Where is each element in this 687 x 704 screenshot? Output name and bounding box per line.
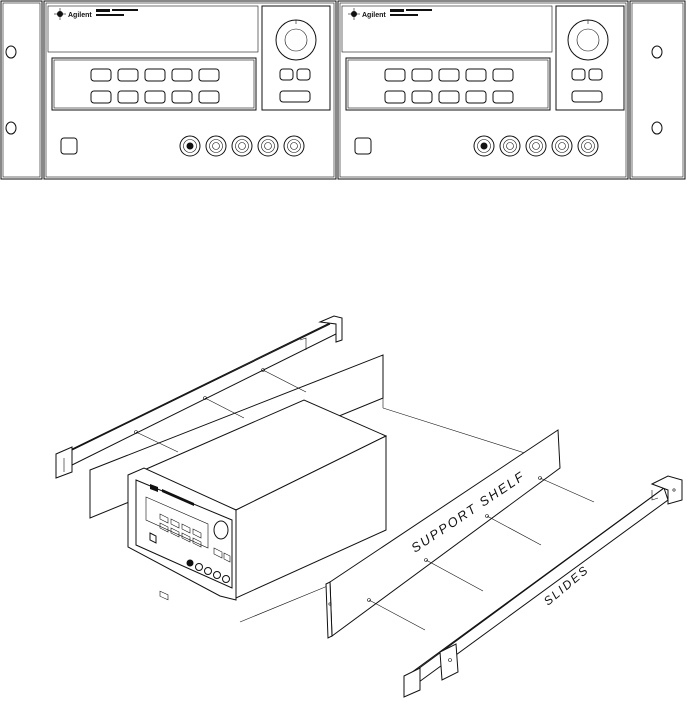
instrument-front-panel-2: Agilent — [338, 1, 628, 179]
instrument-front-panel-1: Agilent — [44, 1, 336, 179]
display-digit — [91, 91, 111, 103]
rotary-knob-icon — [568, 20, 608, 60]
display-digit — [439, 69, 459, 81]
exploded-rack-view: SUPPORT SHELF SLIDES — [56, 316, 682, 697]
mounting-hole-icon — [6, 46, 16, 58]
mounting-hole-icon — [6, 122, 16, 134]
output-terminals — [180, 136, 304, 156]
display-digit — [466, 91, 486, 103]
support-shelf-label: SUPPORT SHELF — [408, 468, 528, 555]
terminal-post-icon — [180, 136, 200, 156]
display-digit — [145, 91, 165, 103]
right-rack-ear — [630, 1, 685, 179]
rotary-knob-icon — [276, 20, 316, 60]
display-digit — [412, 69, 432, 81]
terminal-post-icon — [552, 136, 572, 156]
display-digit — [118, 69, 138, 81]
terminal-post-icon — [526, 136, 546, 156]
terminal-post-icon — [474, 136, 494, 156]
display-digit — [412, 91, 432, 103]
display-digit — [199, 91, 219, 103]
brand-text: Agilent — [362, 12, 386, 19]
rack-front-view: Agilent — [1, 1, 685, 179]
display-digit — [439, 91, 459, 103]
display-digit — [385, 91, 405, 103]
display-digit — [385, 69, 405, 81]
power-button — [355, 138, 371, 154]
display-window — [346, 58, 550, 110]
output-terminals — [474, 136, 598, 156]
mounting-hole-icon — [652, 122, 662, 134]
terminal-post-icon — [500, 136, 520, 156]
left-rack-ear — [1, 1, 42, 179]
terminal-post-icon — [206, 136, 226, 156]
display-digit — [493, 91, 513, 103]
display-digit — [466, 69, 486, 81]
terminal-post-icon — [232, 136, 252, 156]
brand-text: Agilent — [68, 12, 92, 19]
display-digit — [145, 69, 165, 81]
display-digit — [118, 91, 138, 103]
display-digit — [172, 69, 192, 81]
terminal-post-icon — [258, 136, 278, 156]
display-digit — [172, 91, 192, 103]
display-digit — [199, 69, 219, 81]
agilent-logo-icon — [54, 8, 66, 20]
terminal-post-icon — [284, 136, 304, 156]
display-digit — [91, 69, 111, 81]
display-window — [52, 58, 256, 110]
mounting-hole-icon — [652, 46, 662, 58]
display-digit — [493, 69, 513, 81]
power-button — [61, 138, 77, 154]
agilent-logo-icon — [348, 8, 360, 20]
terminal-post-icon — [578, 136, 598, 156]
